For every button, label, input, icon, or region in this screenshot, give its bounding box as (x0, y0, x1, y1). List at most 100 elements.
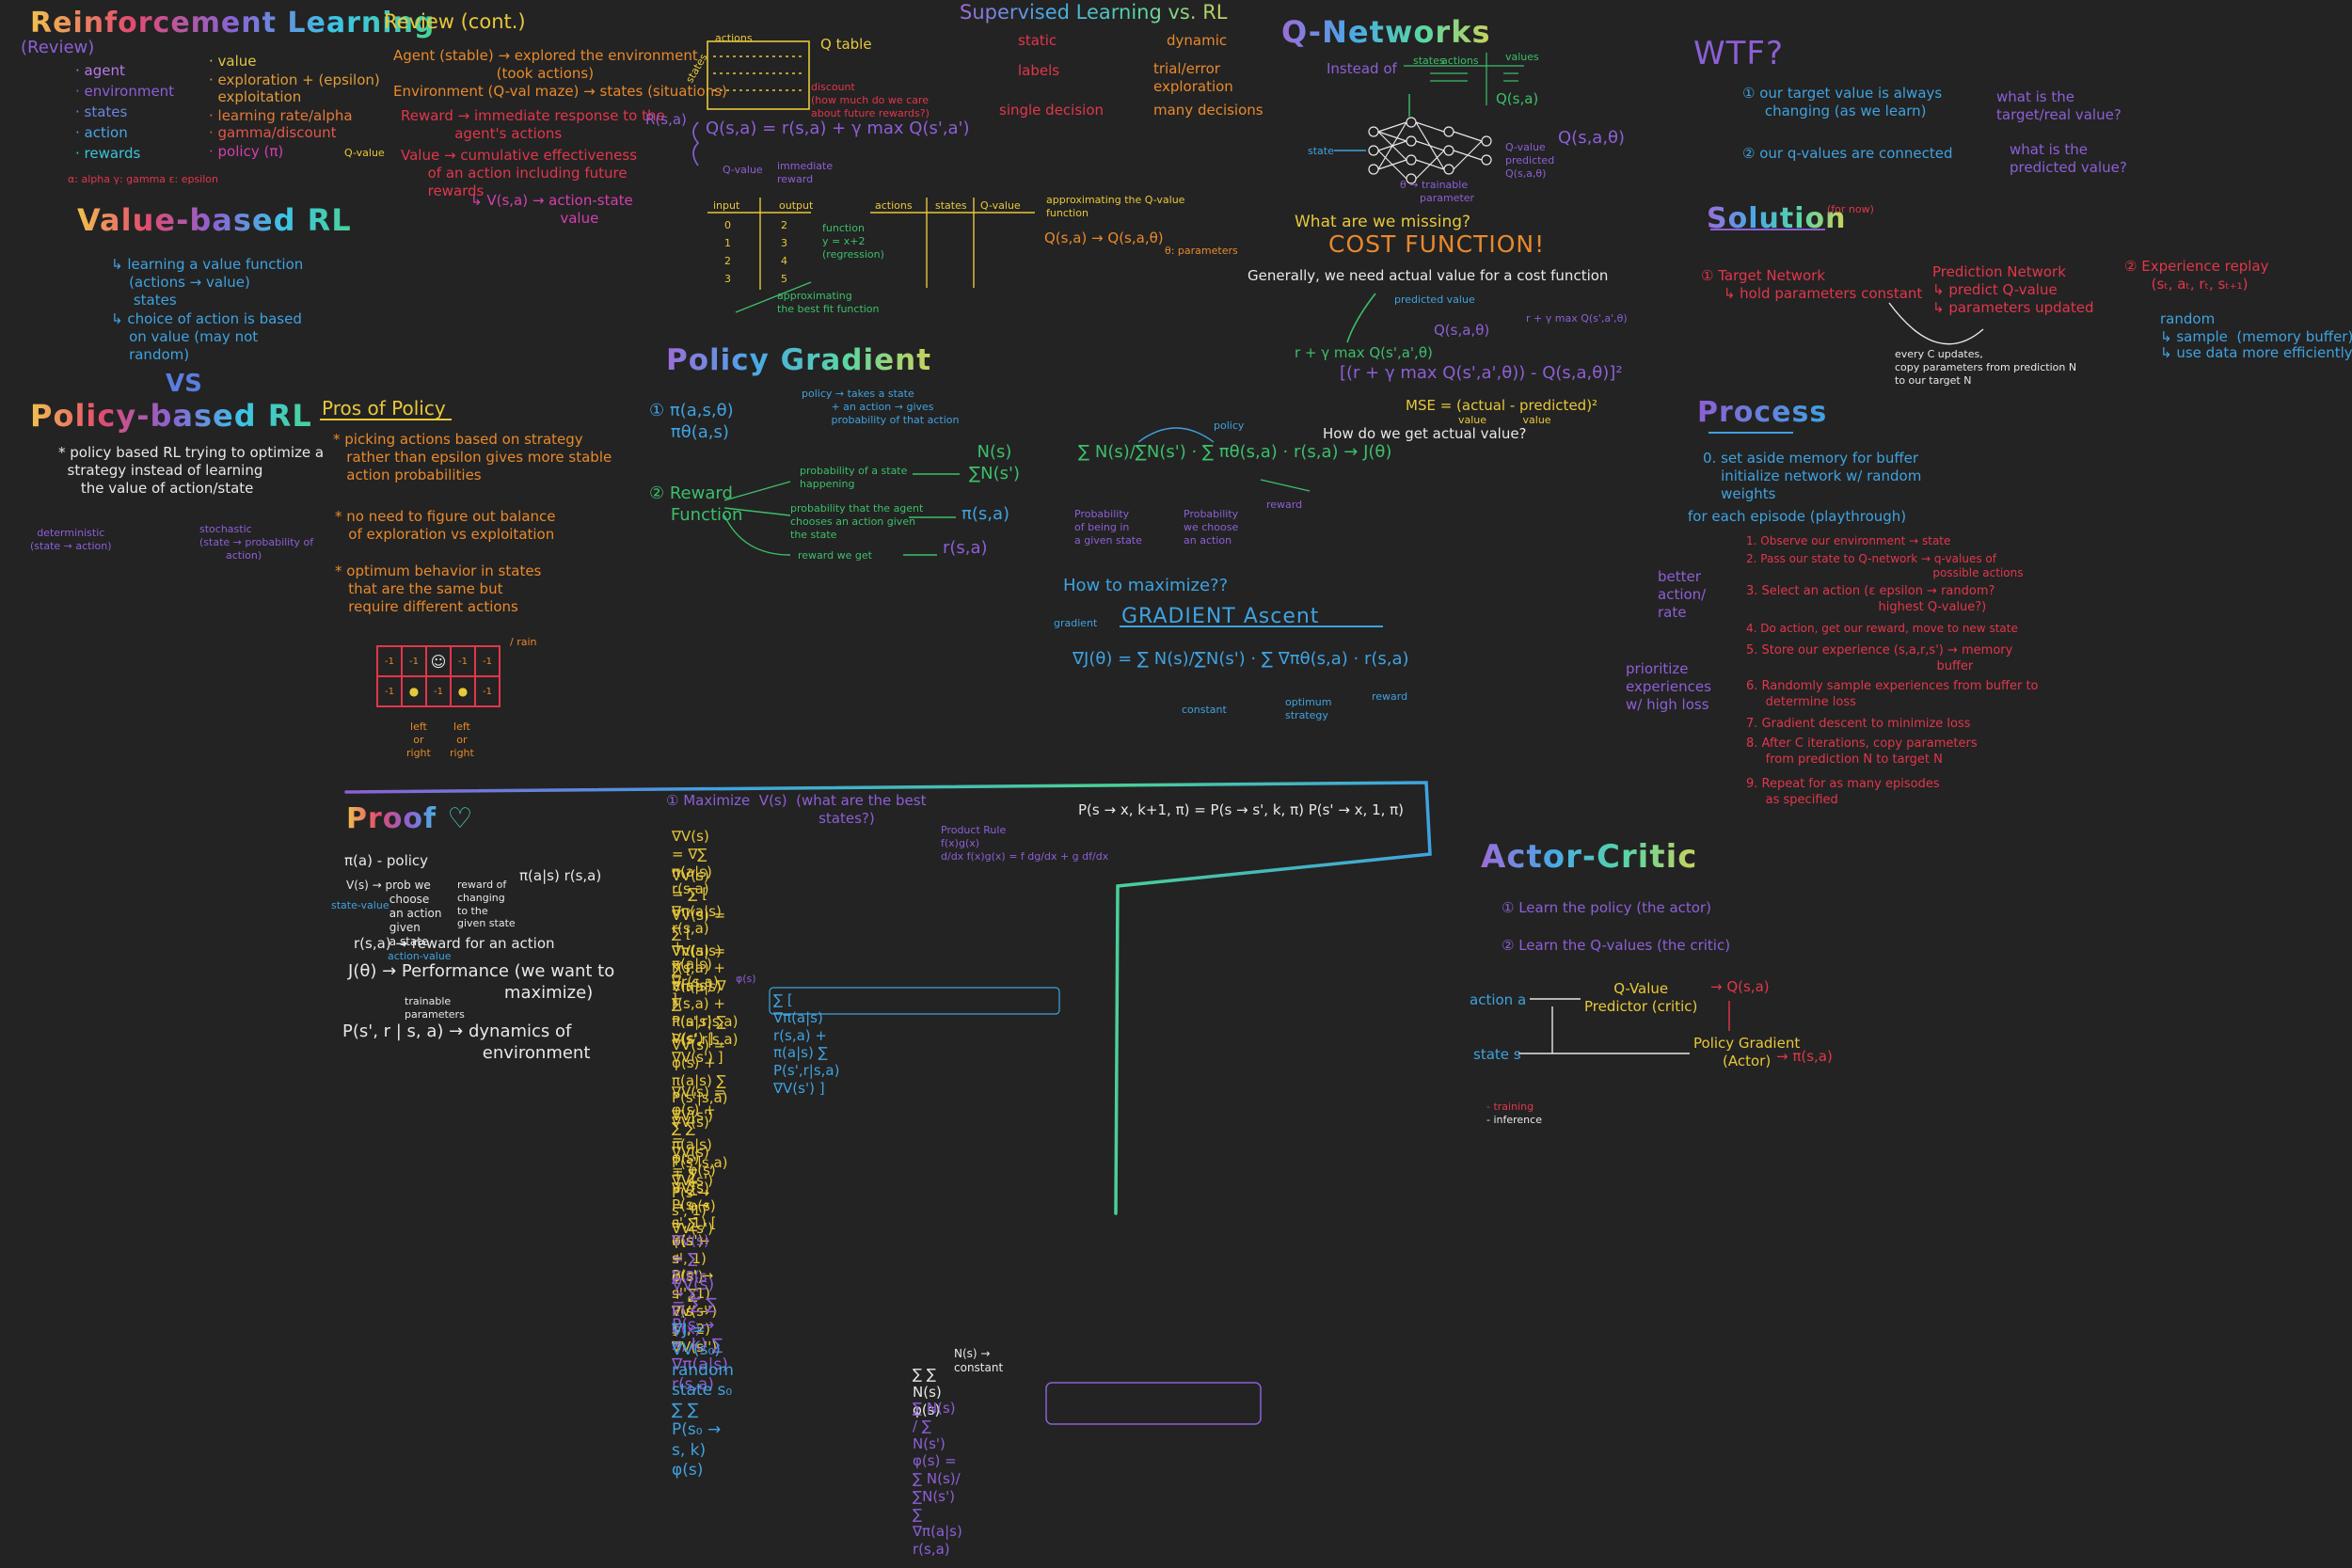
proof-line: ∇V(s) = φ(s) + π(a|s) ∑ P(s'|s,a) ∇V(s') (672, 1037, 728, 1124)
qnet-tbl-actions: actions (1441, 55, 1479, 67)
qnet-tbl-states: states (1413, 55, 1445, 67)
pg-sum: ∑ N(s)/∑N(s') · ∑ πθ(s,a) · r(s,a) → J(θ… (1078, 442, 1392, 462)
solution-note: (for now) (1827, 203, 1874, 215)
proof-line: ∇V(s) = ∑ [ ∇π(a|s) r(s,a) + π(a|s) ∇ ∑ … (672, 907, 739, 1048)
review-cont-line: Reward → immediate response to the agent… (401, 107, 665, 142)
solution-every-c: every C updates, copy parameters from pr… (1895, 348, 2077, 387)
grid-cell: -1 (451, 646, 475, 676)
grid-cell: -1 (377, 646, 402, 676)
rl-right-list: · value · exploration + (epsilon) exploi… (209, 53, 380, 160)
pg-policy-arc (1137, 427, 1215, 443)
qnet-how: How do we get actual value? (1323, 425, 1527, 442)
ac-critic: Q-Value Predictor (critic) (1584, 980, 1698, 1015)
proof-pi: π(a) - policy (344, 852, 429, 869)
wtf-q1: ① our target value is always changing (a… (1742, 85, 1943, 119)
proof-vs: V(s) → prob we choose an action given a … (346, 879, 442, 948)
pros-grid-label: / rain (510, 636, 537, 648)
qtable-label: Q table (820, 36, 872, 53)
qnet-big-q: Q(s,a,θ) (1558, 128, 1626, 148)
proof-jt: J(θ) → Performance (we want to maximize) (348, 961, 615, 1003)
pg-policy-def: ① π(a,s,θ) πθ(a,s) (649, 401, 734, 442)
process-side-note-1: better action/ rate (1658, 568, 1707, 621)
solution-copy-arrow (1888, 302, 1984, 345)
fn-table-output-head: output (779, 199, 814, 212)
proof-frame (344, 781, 1432, 1215)
qnet-q1: Q(s,a,θ) (1434, 322, 1490, 339)
process-step: 1. Observe our environment → state (1746, 534, 1951, 547)
rl-review: (Review) (21, 38, 95, 57)
pg-constant: constant (1182, 704, 1227, 716)
rl-item: · gamma/discount (209, 124, 337, 141)
fn-output: 5 (781, 273, 787, 285)
deterministic-note: deterministic (state → action) (30, 527, 112, 552)
proof-line: ∇V(s) = ∑ [ ∇π(a|s) r(s,a) + π(a|s) ∇r(s… (672, 867, 722, 1008)
ac-item-2: ② Learn the Q-values (the critic) (1502, 937, 1731, 954)
fn-table-outputs: 2 3 4 5 (781, 216, 787, 288)
grid-cell-coin: ● (402, 676, 426, 706)
pros-grid-right-note: left or right (450, 721, 474, 759)
qtable-under-qvalue: Q-value (723, 164, 763, 176)
ac-arrows (1518, 998, 1690, 1054)
supervised-left: single decision (999, 102, 1104, 119)
pg-reward-fn: ② Reward Function (649, 483, 743, 525)
proof-result-box (1045, 1382, 1262, 1425)
proof-phi: φ(s) (736, 973, 756, 985)
proof-line: ∇V(s) = φ(s) + ∑ ∑ π(a|s) P(s'|s,a) ∇V(s… (672, 1084, 728, 1189)
solution-target-network: ① Target Network ↳ hold parameters const… (1701, 267, 1923, 302)
proof-product-rule: Product Rule f(x)g(x) d/dx f(x)g(x) = f … (941, 824, 1109, 863)
pg-branches (723, 473, 1311, 556)
fn-table-inputs: 0 1 2 3 (724, 216, 731, 288)
fn-table-input-head: input (713, 199, 740, 212)
q-value-arrow-label: Q-value (344, 147, 385, 159)
pros-item: * picking actions based on strategy rath… (333, 431, 612, 483)
ac-title: Actor-Critic (1481, 838, 1698, 876)
wtf-q2: ② our q-values are connected (1742, 145, 1953, 162)
review-cont-line: Value → cumulative effectiveness of an a… (401, 147, 638, 199)
proof-line: ∑ ∑ N(s) φ(s) (913, 1366, 942, 1418)
pg-pi: π(s,a) (961, 504, 1010, 524)
rl-item: · environment (75, 83, 175, 100)
qnet-mse: MSE = (actual - predicted)² (1406, 397, 1598, 414)
qnet-generally: Generally, we need actual value for a co… (1248, 267, 1609, 284)
proof-line: ∇V(s) = ∑ [ ∇π(a|s) r(s,a) + π(a|s) ∑ P(… (672, 942, 739, 1066)
qtable2-params-note: θ: parameters (1165, 245, 1238, 257)
pros-item: * no need to figure out balance of explo… (335, 508, 556, 543)
pg-how: How to maximize?? (1063, 576, 1229, 595)
stochastic-note: stochastic (state → probability of actio… (199, 523, 314, 562)
proof-line: ∇V(s) = φ(s) + ∑ P(s → s', 1) φ(s') + ∑ … (672, 1180, 718, 1355)
title-underlines (320, 229, 1825, 627)
proof-line: ∇V(s) = ∇∑ π(a|s) r(s,a) (672, 828, 712, 898)
qtable2-states-head: states (935, 199, 967, 212)
pg-branch-2: probability that the agent chooses an ac… (790, 502, 924, 541)
solution-prediction-network: Prediction Network ↳ predict Q-value ↳ p… (1932, 263, 2094, 316)
process-step: 7. Gradient descent to minimize loss (1746, 716, 1971, 731)
pg-ascent: GRADIENT Ascent (1121, 605, 1320, 628)
pg-r: r(s,a) (943, 538, 988, 558)
wtf-title: WTF? (1693, 35, 1784, 72)
pg-prob-action: Probability we choose an action (1184, 508, 1239, 546)
proof-blue-box (769, 987, 1060, 1015)
value-based-title: Value-based RL (77, 202, 352, 238)
rl-item: · rewards (75, 145, 141, 162)
proof-line: ∇V(s) = ∑ ∑ P(s → x, k) ∑ ∇π(a|s) r(s,a) (672, 1275, 728, 1395)
proof-line: N(s) → constant (954, 1347, 1004, 1374)
review-cont-line: ↳ V(s,a) → action-state value (470, 192, 633, 227)
process-step: 8. After C iterations, copy parameters f… (1746, 736, 1978, 767)
grid-cell: -1 (402, 646, 426, 676)
qnet-target-arrow (1346, 293, 1376, 343)
qtable-discount-note: discount (how much do we care about futu… (811, 81, 930, 119)
rl-greek: α: alpha γ: gamma ε: epsilon (68, 173, 218, 185)
qtable2-equation: Q(s,a) → Q(s,a,θ) (1044, 230, 1164, 246)
qnet-missing: What are we missing? (1295, 213, 1471, 231)
qnet-instead: Instead of (1327, 60, 1397, 77)
process-title: Process (1697, 396, 1828, 429)
proof-reward-of: reward of changing to the given state (457, 879, 516, 930)
review-cont-title: Review (cont.) (384, 10, 526, 33)
ac-legend-inference: - inference (1486, 1114, 1542, 1126)
qnet-loss-bracket: [(r + γ max Q(s',a',θ)) - Q(s,a,θ)]² (1340, 363, 1623, 383)
pg-opt: optimum strategy (1285, 696, 1332, 721)
pg-branch-3: reward we get (798, 549, 872, 562)
fn-input: 0 (724, 219, 731, 231)
